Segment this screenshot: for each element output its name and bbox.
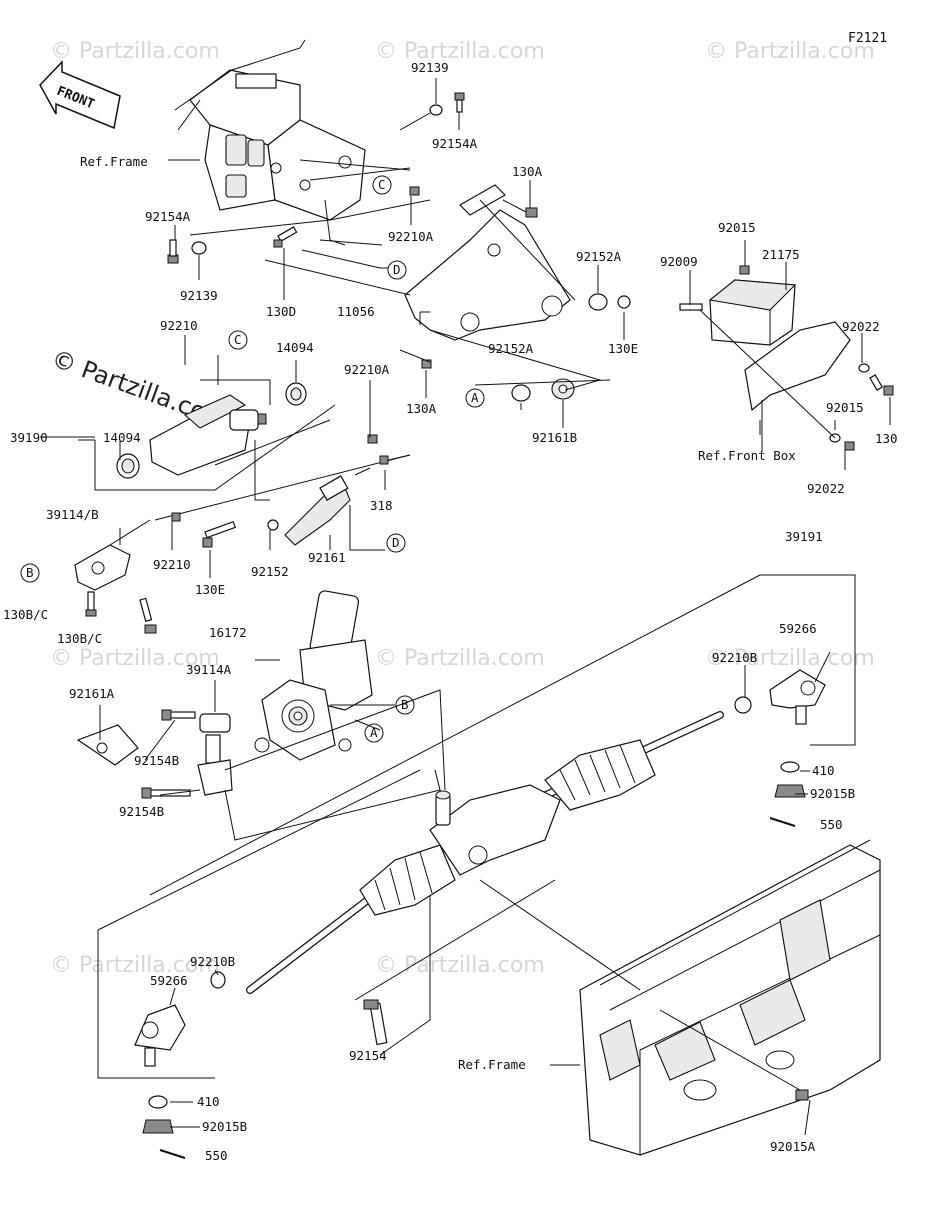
label-92152a-m: 92152A	[488, 341, 534, 356]
svg-text:A: A	[471, 390, 479, 405]
label-92015b-r: 92015B	[810, 786, 855, 801]
label-92015b-l: 92015B	[202, 1119, 247, 1134]
label-130e-r: 130E	[608, 341, 638, 356]
label-14094-a: 14094	[276, 340, 314, 355]
label-318: 318	[370, 498, 393, 513]
label-550-l: 550	[205, 1148, 228, 1163]
label-92210b-l: 92210B	[190, 954, 235, 969]
watermark-3: © Partzilla.com	[705, 39, 875, 64]
figure-code: F2121	[848, 31, 887, 46]
svg-text:B: B	[26, 565, 34, 580]
watermark-8: © Partzilla.com	[375, 953, 545, 978]
label-92152a-r: 92152A	[576, 249, 622, 264]
leader-lines-top	[168, 159, 611, 391]
label-92154b-b: 92154B	[119, 804, 164, 819]
label-59266-r: 59266	[779, 621, 817, 636]
label-130d: 130D	[266, 304, 296, 319]
label-ref-frame-top: Ref.Frame	[80, 154, 148, 169]
label-92009: 92009	[660, 254, 698, 269]
ref-frame-bottom-part	[479, 839, 881, 1156]
part-labels: 92139 92154A Ref.Frame 130A 92154A 92210…	[3, 60, 898, 1163]
top-fasteners	[167, 92, 631, 402]
label-39114b: 39114/B	[46, 507, 99, 522]
label-14094-b: 14094	[103, 430, 141, 445]
svg-text:A: A	[370, 725, 378, 740]
label-39191: 39191	[785, 529, 823, 544]
label-92154: 92154	[349, 1048, 387, 1063]
label-92152: 92152	[251, 564, 289, 579]
ref-frame-top-part	[174, 39, 366, 246]
watermark-7: © Partzilla.com	[50, 953, 220, 978]
label-92015-b: 92015	[826, 400, 864, 415]
callout-markers: C D A C D B B A	[20, 175, 485, 743]
tie-rod-end-right	[734, 669, 826, 827]
label-92015-top: 92015	[718, 220, 756, 235]
label-92210-a: 92210	[160, 318, 198, 333]
svg-text:B: B	[401, 697, 409, 712]
front-arrow-icon: FRONT	[39, 60, 121, 130]
label-92022-a: 92022	[842, 319, 880, 334]
watermark-1: © Partzilla.com	[50, 39, 220, 64]
plate-92161a	[76, 724, 139, 766]
label-92139-left: 92139	[180, 288, 218, 303]
label-130a-m: 130A	[406, 401, 437, 416]
label-550-r: 550	[820, 817, 843, 832]
label-410-l: 410	[197, 1094, 220, 1109]
callout-b-left	[20, 563, 40, 583]
steering-column-39190	[78, 355, 411, 548]
u-joint-39114a	[141, 709, 233, 799]
label-130: 130	[875, 431, 898, 446]
svg-text:C: C	[378, 177, 386, 192]
bracket-11056	[404, 184, 576, 341]
label-ref-frame-bottom: Ref.Frame	[458, 1057, 526, 1072]
watermark-2: © Partzilla.com	[375, 39, 545, 64]
label-92154b-a: 92154B	[134, 753, 179, 768]
label-130bc-1: 130B/C	[3, 607, 48, 622]
label-11056: 11056	[337, 304, 375, 319]
label-92022-b: 92022	[807, 481, 845, 496]
watermark-4: © Partzilla.com	[50, 646, 220, 671]
u-joint-39114b	[74, 519, 157, 634]
watermark-6: © Partzilla.com	[705, 646, 875, 671]
label-92161a: 92161A	[69, 686, 115, 701]
callout-b-gear	[395, 695, 415, 715]
callout-c-mid	[228, 330, 248, 350]
callout-a-gear	[364, 723, 384, 743]
label-92154a-top: 92154A	[432, 136, 478, 151]
label-92139-top: 92139	[411, 60, 449, 75]
label-59266-l: 59266	[150, 973, 188, 988]
label-130e-b: 130E	[195, 582, 225, 597]
label-39114a: 39114A	[186, 662, 232, 677]
label-92210b-r: 92210B	[712, 650, 757, 665]
label-410-r: 410	[812, 763, 835, 778]
callout-a-top	[465, 388, 485, 408]
watermark-5: © Partzilla.com	[375, 646, 545, 671]
label-92210a-b: 92210A	[344, 362, 390, 377]
label-92161: 92161	[308, 550, 346, 565]
label-21175: 21175	[762, 247, 800, 262]
callout-d-top	[387, 260, 407, 280]
tie-rod-end-left	[134, 971, 388, 1159]
label-92154a-left: 92154A	[145, 209, 191, 224]
svg-text:D: D	[393, 262, 401, 277]
svg-text:C: C	[234, 332, 242, 347]
label-16172: 16172	[209, 625, 247, 640]
svg-text:D: D	[392, 535, 400, 550]
power-steering-unit-16172	[254, 590, 373, 761]
label-92015a: 92015A	[770, 1139, 816, 1154]
label-39190: 39190	[10, 430, 48, 445]
leader-lines-misc	[40, 78, 891, 1136]
label-ref-front-box: Ref.Front Box	[698, 448, 796, 463]
label-92210-b: 92210	[153, 557, 191, 572]
front-box-21175	[679, 265, 894, 452]
steering-rack-39191	[97, 574, 856, 1079]
callout-d-mid	[386, 533, 406, 553]
label-130bc-2: 130B/C	[57, 631, 102, 646]
label-92210a-mid: 92210A	[388, 229, 434, 244]
label-130a-top: 130A	[512, 164, 543, 179]
callout-c-top	[372, 175, 392, 195]
label-92161b: 92161B	[532, 430, 577, 445]
